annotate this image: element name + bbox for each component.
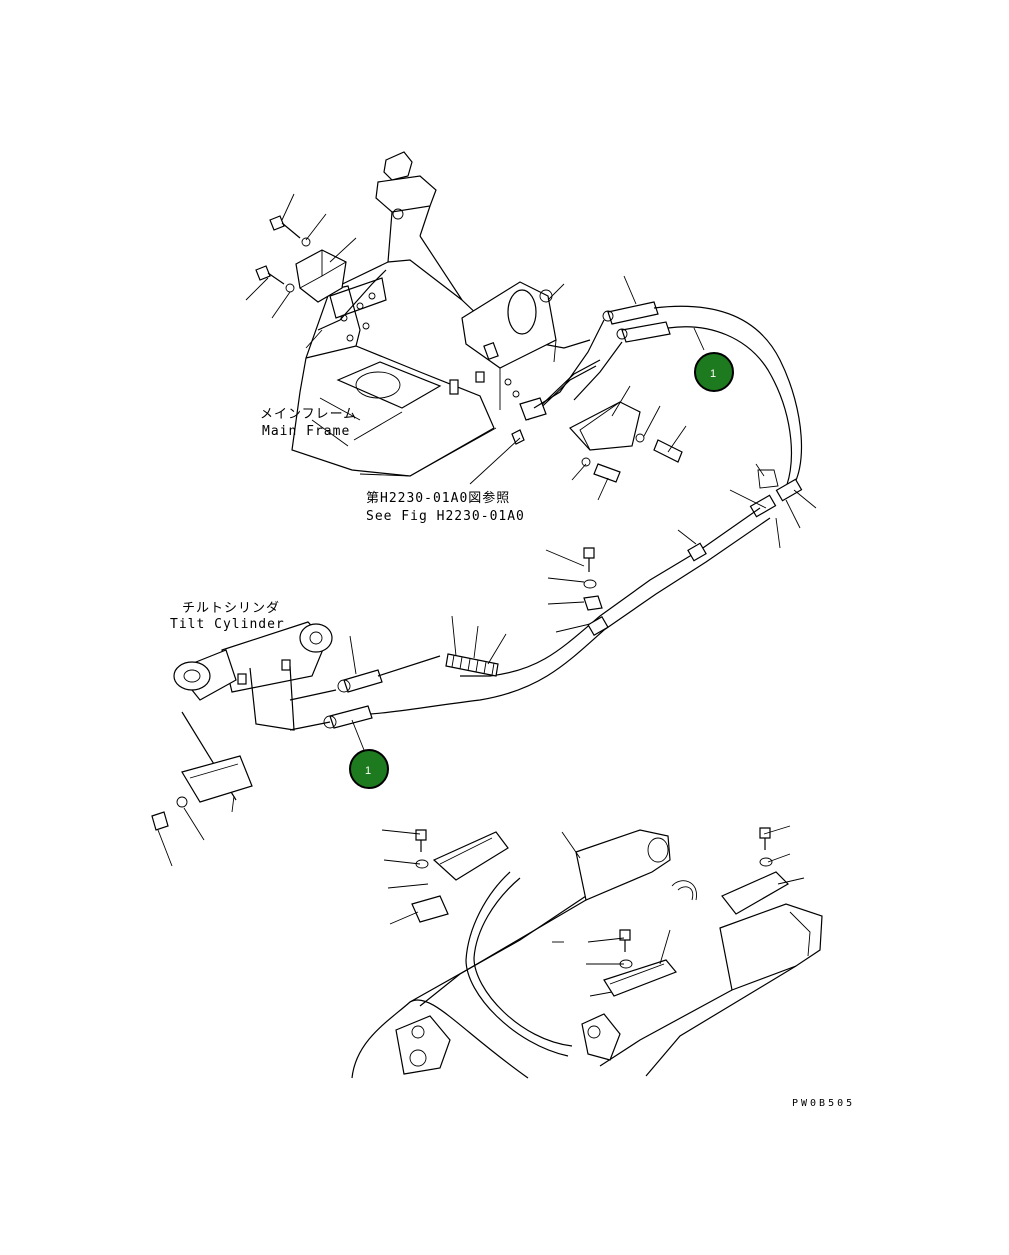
blade-frame-drawing bbox=[351, 827, 823, 1079]
main-frame-label-en: Main Frame bbox=[262, 424, 350, 439]
tilt-cylinder-label-jp: チルトシリンダ bbox=[182, 601, 280, 616]
tilt-cylinder-label-en: Tilt Cylinder bbox=[170, 617, 285, 632]
leader-lines bbox=[157, 193, 817, 997]
main-frame-label-jp: メインフレーム bbox=[260, 407, 357, 422]
hose-assembly-drawing bbox=[289, 301, 803, 731]
callout-number: 1 bbox=[365, 765, 371, 777]
tilt-cylinder-drawing bbox=[151, 621, 333, 831]
main-frame-drawing bbox=[255, 151, 683, 483]
callout-number: 1 bbox=[710, 368, 716, 380]
see-fig-label-en: See Fig H2230-01A0 bbox=[366, 509, 525, 524]
callout-marker[interactable]: 1 bbox=[349, 749, 389, 789]
see-fig-label-jp: 第H2230-01A0図参照 bbox=[366, 490, 510, 506]
drawing-code: PW0B505 bbox=[792, 1098, 855, 1109]
callout-marker[interactable]: 1 bbox=[694, 352, 734, 392]
